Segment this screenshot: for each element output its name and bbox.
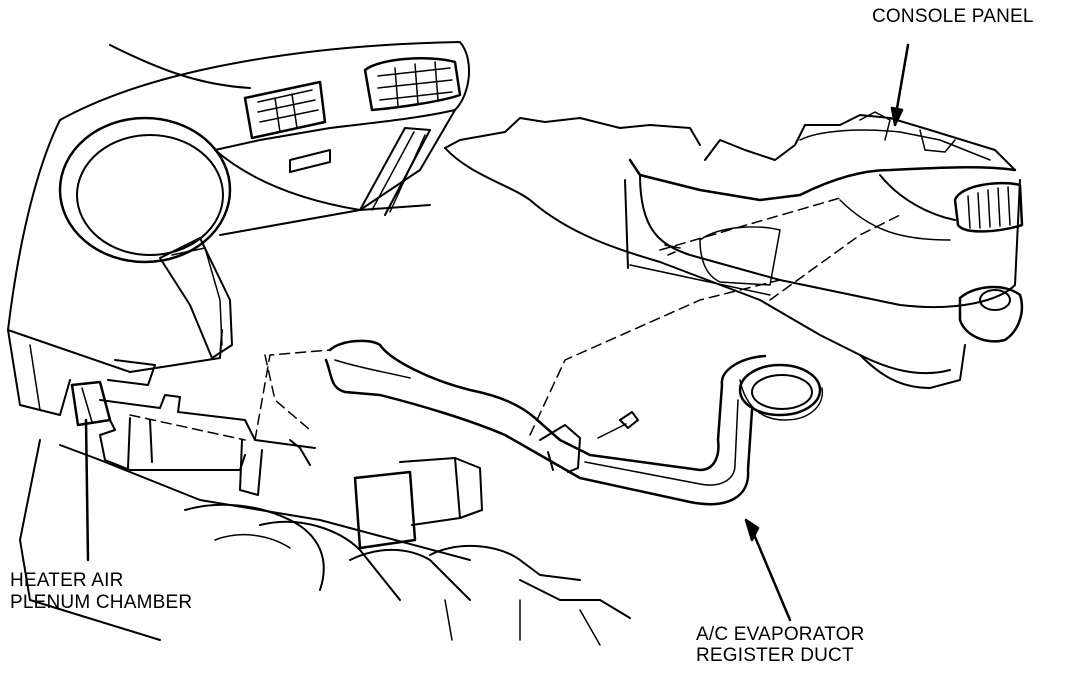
label-heater-line-2: PLENUM CHAMBER	[10, 592, 193, 613]
instrument-panel	[8, 42, 469, 415]
floor-pan	[20, 440, 630, 645]
label-heater-line-1: HEATER AIR	[10, 570, 124, 591]
leader-console-panel	[895, 45, 908, 120]
leader-register-duct	[750, 525, 790, 620]
label-console-panel: CONSOLE PANEL	[872, 6, 1034, 27]
register-duct	[326, 341, 822, 504]
alignment-lines	[130, 198, 900, 440]
leader-lines	[86, 45, 908, 620]
console-panel	[445, 112, 1022, 388]
label-duct-line-1: A/C EVAPORATOR	[696, 624, 865, 645]
heater-plenum	[72, 382, 315, 495]
leader-heater-plenum	[86, 420, 88, 560]
label-duct-line-2: REGISTER DUCT	[696, 645, 854, 666]
